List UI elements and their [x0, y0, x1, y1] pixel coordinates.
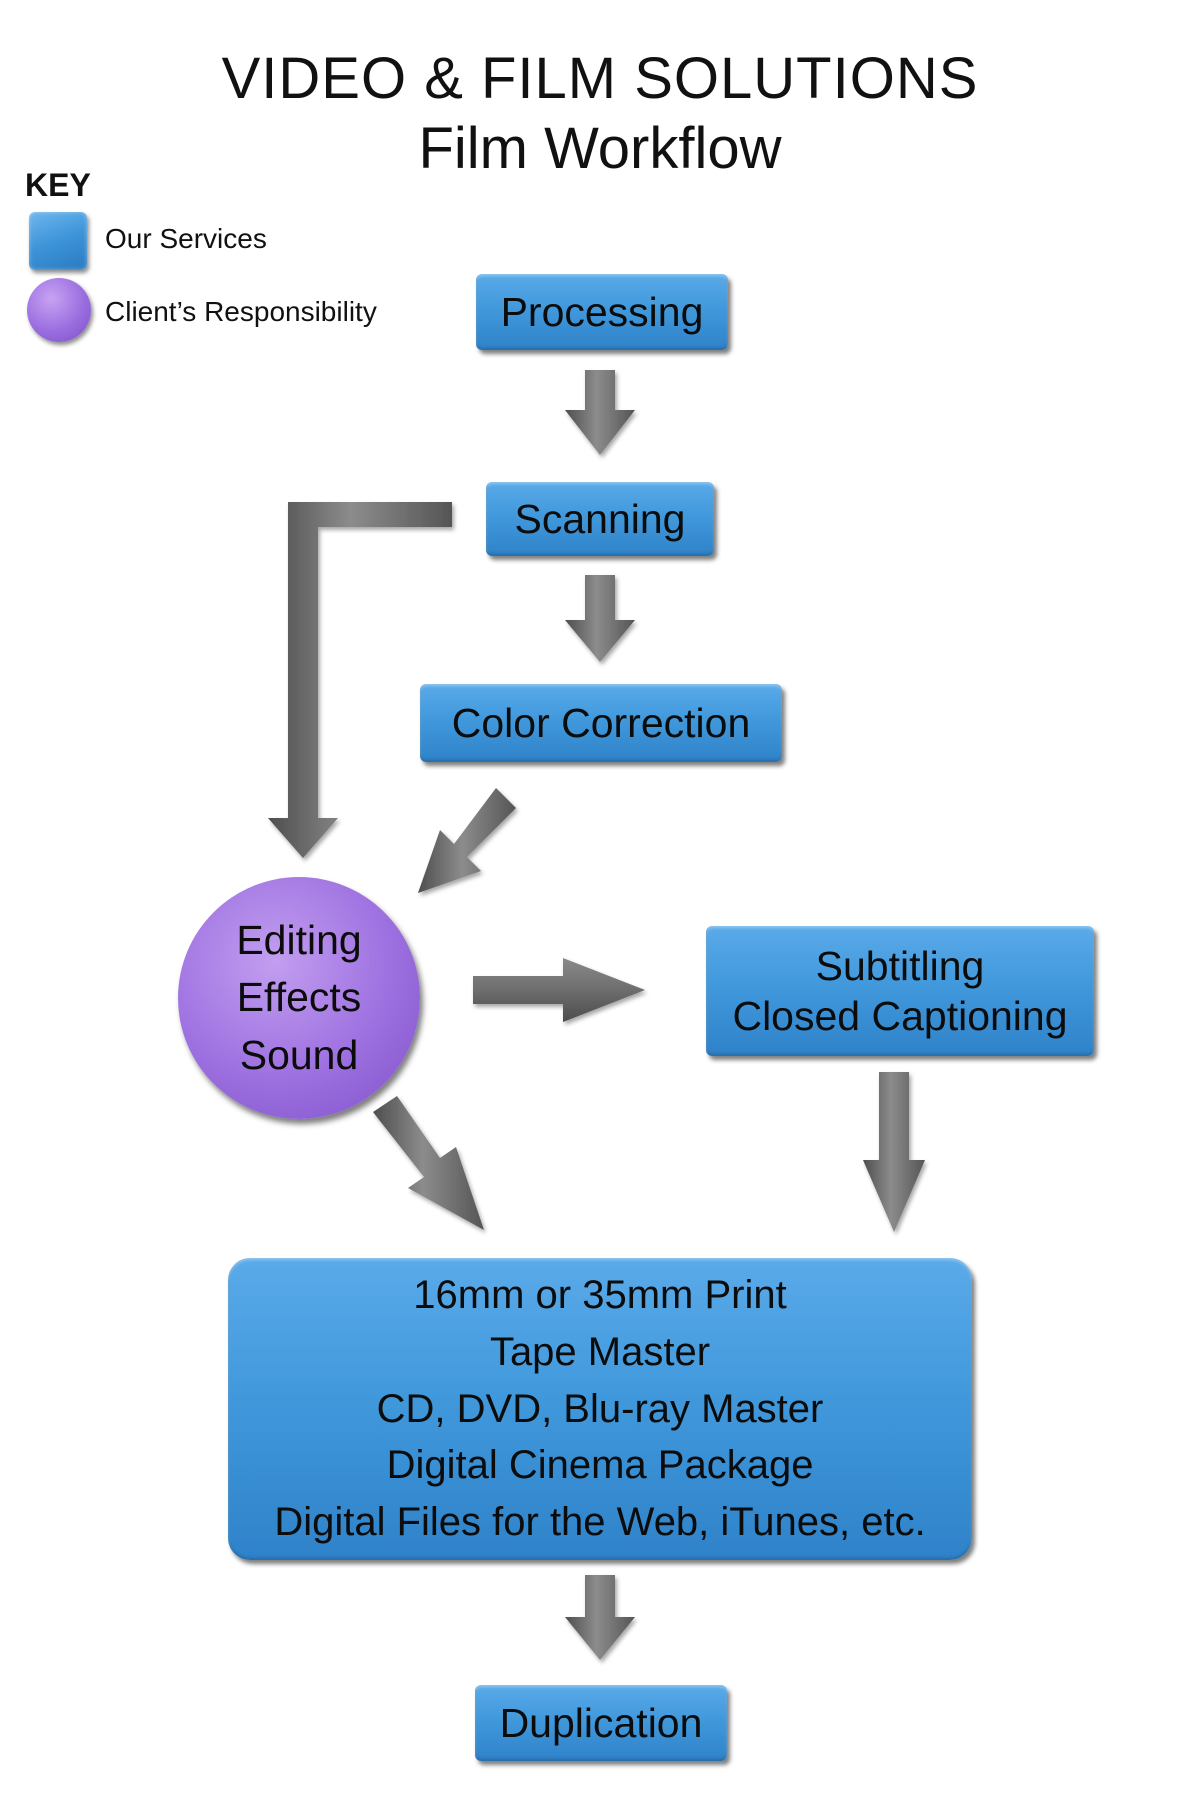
key-label-client-responsibility: Client’s Responsibility	[105, 296, 377, 327]
arrow-color-correction-to-editing	[418, 788, 516, 893]
node-closed-captioning-label: Closed Captioning	[732, 993, 1068, 1039]
arrow-scanning-to-editing	[268, 502, 452, 858]
arrow-editing-to-subtitling	[473, 958, 645, 1022]
arrow-editing-to-outputs	[373, 1096, 484, 1230]
title-line-2: Film Workflow	[418, 116, 782, 181]
node-scanning-label: Scanning	[514, 495, 686, 542]
node-duplication: Duplication	[475, 1685, 727, 1761]
node-processing-label: Processing	[500, 288, 704, 335]
node-processing: Processing	[476, 274, 728, 350]
title-line-1: VIDEO & FILM SOLUTIONS	[221, 46, 979, 111]
node-effects-label: Effects	[236, 974, 362, 1021]
deliverable-web-files: Digital Files for the Web, iTunes, etc.	[274, 1500, 926, 1545]
node-scanning: Scanning	[486, 482, 714, 556]
node-duplication-label: Duplication	[499, 1699, 703, 1746]
node-color-correction: Color Correction	[420, 684, 782, 762]
our-services-swatch-icon	[29, 212, 87, 270]
deliverable-dcp: Digital Cinema Package	[386, 1443, 814, 1488]
key-label-our-services: Our Services	[105, 223, 267, 254]
client-responsibility-swatch-icon	[27, 278, 91, 342]
node-editing-label: Editing	[236, 916, 362, 963]
deliverable-disc-master: CD, DVD, Blu-ray Master	[376, 1386, 824, 1431]
deliverable-tape-master: Tape Master	[489, 1329, 711, 1374]
node-color-correction-label: Color Correction	[451, 699, 751, 746]
node-subtitling-label: Subtitling	[815, 942, 985, 989]
node-subtitling-captioning: Subtitling Closed Captioning	[706, 926, 1094, 1056]
node-sound-label: Sound	[239, 1031, 359, 1078]
arrow-subtitling-to-outputs	[863, 1072, 925, 1232]
deliverable-print: 16mm or 35mm Print	[413, 1273, 787, 1317]
node-editing-effects-sound: Editing Effects Sound	[178, 877, 420, 1119]
key-heading: KEY	[25, 167, 91, 203]
arrow-outputs-to-duplication	[565, 1575, 635, 1660]
arrow-processing-to-scanning	[565, 370, 635, 455]
node-deliverables: 16mm or 35mm Print Tape Master CD, DVD, …	[228, 1258, 972, 1560]
arrow-scanning-to-color-correction	[565, 575, 635, 662]
